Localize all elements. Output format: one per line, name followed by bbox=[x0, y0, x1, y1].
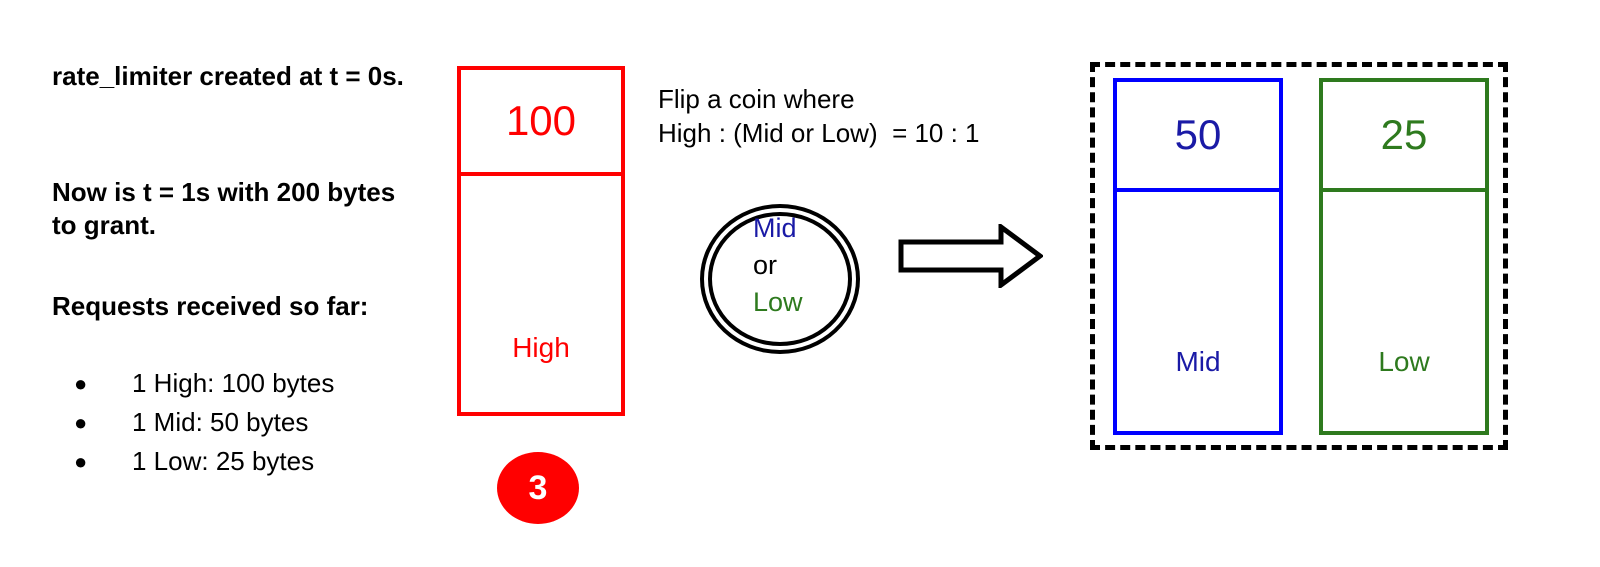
bullet-icon: ● bbox=[74, 449, 88, 474]
coin-label: Mid or Low bbox=[753, 210, 803, 321]
right-arrow-icon bbox=[898, 224, 1043, 288]
intro-now-text: Now is t = 1s with 200 bytes to grant. bbox=[52, 177, 396, 240]
coin-label-mid: Mid bbox=[753, 213, 797, 243]
low-bucket-label: Low bbox=[1378, 346, 1430, 377]
coin-label-or: or bbox=[753, 250, 778, 280]
requests-list: ● 1 High: 100 bytes ● 1 Mid: 50 bytes ● … bbox=[52, 364, 334, 481]
high-bucket: 100 High bbox=[457, 66, 625, 416]
bullet-icon: ● bbox=[74, 371, 88, 396]
list-item: ● 1 Mid: 50 bytes bbox=[52, 403, 334, 442]
high-bucket-header: 100 bbox=[461, 70, 621, 176]
bullet-icon: ● bbox=[74, 410, 88, 435]
coin-caption-line1: Flip a coin where bbox=[658, 84, 855, 114]
selected-group bbox=[1090, 62, 1508, 450]
low-bucket-value: 25 bbox=[1380, 111, 1428, 158]
mid-bucket: 50 Mid bbox=[1113, 78, 1283, 435]
step-badge: 3 bbox=[497, 452, 579, 524]
coin-caption-line2: High : (Mid or Low) = 10 : 1 bbox=[658, 118, 980, 148]
request-text: 1 High: 100 bytes bbox=[132, 368, 335, 398]
request-text: 1 Low: 25 bytes bbox=[132, 446, 315, 476]
coin-icon bbox=[700, 204, 860, 354]
requests-heading: Requests received so far: bbox=[52, 291, 369, 321]
coin-caption: Flip a coin where High : (Mid or Low) = … bbox=[658, 82, 980, 150]
intro-created-text: rate_limiter created at t = 0s. bbox=[52, 61, 404, 91]
high-bucket-value: 100 bbox=[505, 97, 577, 144]
mid-bucket-value: 50 bbox=[1174, 111, 1222, 158]
coin-inner-ring bbox=[708, 212, 852, 346]
list-item: ● 1 High: 100 bytes bbox=[52, 364, 334, 403]
mid-bucket-label: Mid bbox=[1175, 346, 1221, 377]
list-item: ● 1 Low: 25 bytes bbox=[52, 442, 334, 481]
coin-label-low: Low bbox=[753, 287, 803, 317]
mid-bucket-header: 50 bbox=[1117, 82, 1279, 192]
high-bucket-label: High bbox=[512, 332, 570, 363]
request-text: 1 Mid: 50 bytes bbox=[132, 407, 309, 437]
low-bucket-header: 25 bbox=[1323, 82, 1485, 192]
low-bucket: 25 Low bbox=[1319, 78, 1489, 435]
